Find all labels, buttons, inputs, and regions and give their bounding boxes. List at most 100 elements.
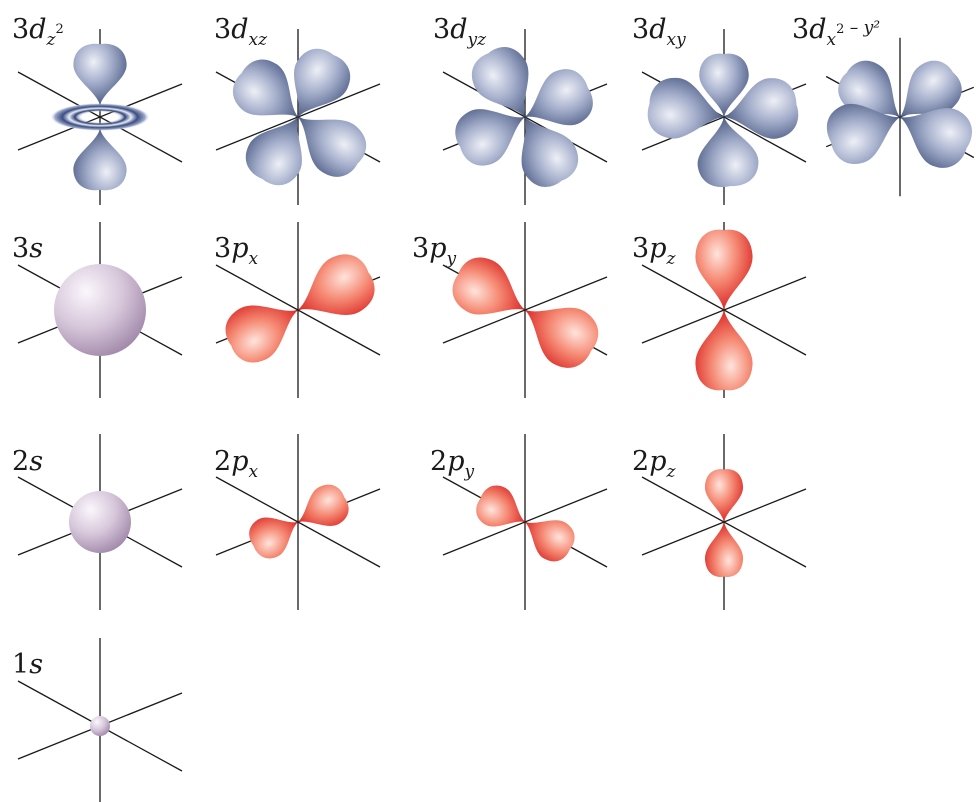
orbital-letter: s	[29, 446, 43, 477]
p-lobe	[249, 517, 298, 559]
orbital-subscript: z	[45, 30, 56, 50]
orbital-letter: p	[429, 233, 446, 264]
p-lobe	[695, 229, 753, 310]
orbital-letter: d	[29, 14, 46, 45]
orbital-letter: p	[649, 233, 666, 264]
principal-number: 3	[632, 14, 649, 45]
d-lobe	[900, 60, 962, 117]
principal-number: 3	[12, 14, 29, 45]
orbital-dx2y2	[825, 37, 975, 197]
principal-number: 3	[214, 233, 231, 264]
principal-number: 3	[214, 14, 231, 45]
orbital-label: 3s	[12, 233, 43, 264]
principal-number: 2	[214, 446, 231, 477]
torus-ring	[50, 103, 150, 131]
d-lobe	[525, 69, 593, 126]
orbital-pz3	[641, 222, 807, 398]
orbital-letter: d	[809, 14, 826, 45]
orbital-letter: p	[231, 446, 248, 477]
d-lobe	[455, 109, 525, 166]
orbital-s2	[17, 434, 183, 610]
orbital-subscript: z	[665, 462, 676, 482]
orbital-py3	[442, 222, 608, 398]
p-lobe	[695, 310, 753, 391]
p-lobe	[298, 484, 349, 526]
d-lobe	[699, 53, 749, 117]
orbital-label: 1s	[12, 649, 43, 680]
orbital-pz2	[641, 434, 807, 610]
orbital-dz2	[17, 29, 183, 205]
orbital-label: 3dxy	[632, 14, 686, 50]
p-lobe	[452, 257, 525, 315]
orbital-letter: p	[231, 233, 248, 264]
orbital-letter: d	[649, 14, 666, 45]
principal-number: 3	[632, 233, 649, 264]
orbital-py2	[442, 434, 608, 610]
orbital-dyz	[442, 29, 608, 205]
orbital-label: 3dz2	[12, 14, 64, 50]
d-lobe	[298, 117, 367, 177]
principal-number: 1	[12, 649, 29, 680]
orbital-letter: d	[450, 14, 467, 45]
p-lobe	[525, 520, 575, 562]
orbital-letter: s	[29, 233, 43, 264]
principal-number: 2	[632, 446, 649, 477]
orbital-label: 3dxz	[214, 14, 268, 50]
orbital-label: 3py	[412, 233, 456, 269]
orbital-px2	[215, 434, 381, 610]
orbital-subscript: z	[665, 249, 676, 269]
orbital-subscript: x	[248, 249, 258, 269]
orbital-label: 3px	[214, 233, 258, 269]
orbital-subscript: y	[463, 462, 474, 482]
orbital-superscript: 2	[836, 22, 844, 37]
orbital-subscript: yz	[466, 30, 487, 50]
d-lobe	[73, 129, 127, 191]
orbital-s3	[17, 222, 183, 398]
p-lobe	[704, 469, 744, 522]
orbital-letter: p	[649, 446, 666, 477]
p-lobe	[476, 485, 525, 527]
s-sphere	[90, 716, 110, 736]
orbital-label: 2pz	[632, 446, 676, 482]
orbital-subscript: xz	[248, 30, 268, 50]
orbital-label: 2px	[214, 446, 258, 482]
principal-number: 3	[412, 233, 429, 264]
d-lobe	[73, 43, 127, 105]
d-lobe	[521, 117, 579, 187]
orbital-dxz	[215, 29, 381, 205]
d-lobe	[245, 117, 302, 186]
d-lobe	[697, 117, 759, 188]
orbital-label: 3dx2 – y²	[792, 14, 880, 50]
orbital-s1	[17, 638, 183, 802]
d-lobe	[724, 78, 799, 139]
principal-number: 3	[12, 233, 29, 264]
d-lobe	[233, 59, 298, 117]
d-lobe	[838, 60, 900, 117]
d-lobe	[471, 47, 529, 117]
orbital-letter: s	[29, 649, 43, 680]
orbital-subscript-tail: – y²	[844, 18, 880, 38]
orbital-label: 3pz	[632, 233, 676, 269]
orbital-label: 3dyz	[433, 14, 487, 50]
orbital-subscript: y	[445, 249, 456, 269]
orbital-subscript: xy	[666, 30, 686, 50]
orbital-subscript: x	[248, 462, 258, 482]
orbital-letter: p	[447, 446, 464, 477]
principal-number: 3	[433, 14, 450, 45]
orbital-letter: d	[231, 14, 248, 45]
d-lobe	[647, 78, 724, 139]
p-lobe	[704, 522, 744, 577]
d-lobe	[900, 108, 972, 168]
s-sphere	[69, 491, 131, 553]
p-lobe	[225, 305, 298, 363]
principal-number: 2	[12, 446, 29, 477]
d-lobe	[826, 104, 900, 165]
orbital-dxy	[641, 29, 807, 205]
orbital-subscript: x	[826, 30, 836, 50]
s-sphere	[54, 264, 146, 356]
d-lobe	[294, 48, 351, 117]
orbital-superscript: 2	[55, 22, 63, 37]
orbital-px3	[215, 222, 381, 398]
orbital-label: 2py	[430, 446, 474, 482]
